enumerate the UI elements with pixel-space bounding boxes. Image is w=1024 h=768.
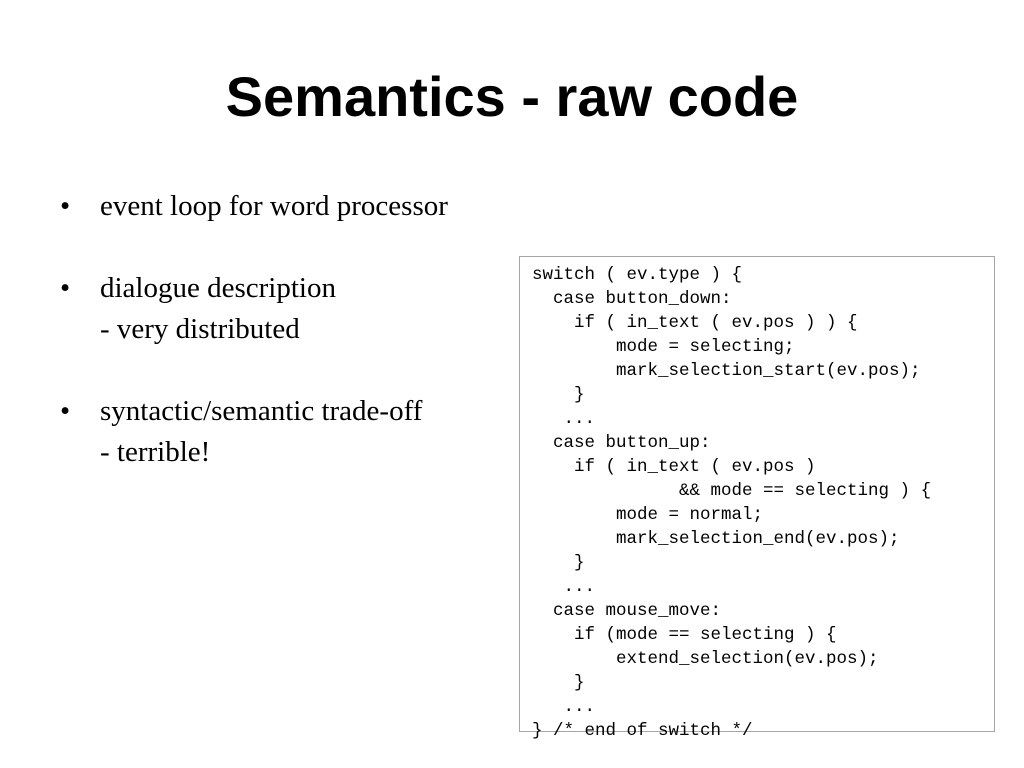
code-block: switch ( ev.type ) { case button_down: i… [532,263,982,743]
code-line: mode = selecting; [532,337,795,357]
code-line: switch ( ev.type ) { [532,265,743,285]
code-line: case mouse_move: [532,601,722,621]
bullet-item-dialogue-description: • dialogue description - very distribute… [60,268,530,350]
bullet-marker: • [60,395,71,427]
code-line: mode = normal; [532,505,764,525]
code-line: if (mode == selecting ) { [532,625,837,645]
code-line: } [532,385,585,405]
code-box: switch ( ev.type ) { case button_down: i… [519,256,995,741]
code-line: && mode == selecting ) { [532,481,932,501]
bullet-marker: • [60,272,71,304]
bullet-text: event loop for word processor [100,190,448,222]
bullet-subtext: - very distributed [100,313,300,345]
bullet-marker: • [60,190,71,222]
code-line: } /* end of switch */ [532,721,753,741]
code-line: case button_down: [532,289,732,309]
slide-title: Semantics - raw code [225,65,799,128]
code-line: extend_selection(ev.pos); [532,649,879,669]
bullet-text: dialogue description [100,272,336,304]
code-line: mark_selection_start(ev.pos); [532,361,921,381]
code-line: ... [532,577,596,597]
code-line: case button_up: [532,433,711,453]
code-line: ... [532,697,596,717]
code-line: if ( in_text ( ev.pos ) [532,457,816,477]
bullet-list: • event loop for word processor • dialog… [60,186,530,514]
code-line: ... [532,409,596,429]
code-line: mark_selection_end(ev.pos); [532,529,900,549]
bullet-item-event-loop: • event loop for word processor [60,186,530,227]
bullet-item-trade-off: • syntactic/semantic trade-off - terribl… [60,391,530,473]
bullet-subtext: - terrible! [100,436,211,468]
code-line: } [532,673,585,693]
bullet-text: syntactic/semantic trade-off [100,395,423,427]
code-line: if ( in_text ( ev.pos ) ) { [532,313,858,333]
code-line: } [532,553,585,573]
